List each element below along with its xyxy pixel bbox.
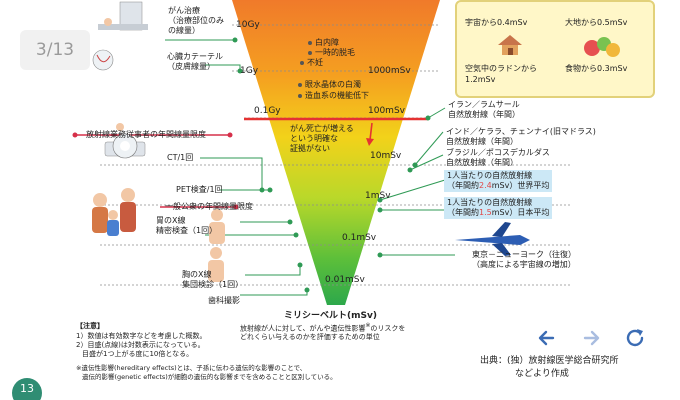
cancer-therapy-label-3: の線量） (168, 26, 200, 35)
stomach-xray-label-1: 胃のX線 (156, 216, 186, 225)
effect-hematopoietic: 造血系の機能低下 (305, 91, 369, 100)
brazil-label-1: ブラジル／ポコスデカルダス (446, 148, 550, 157)
source-line-1: 出典：(独）放射線医学総合研究所 (480, 356, 619, 366)
notes-line-5: 遺伝的影響(genetic effects)が細胞の遺伝的な影響までを含めること… (82, 373, 337, 381)
level-01gy: 0.1Gy (254, 106, 281, 116)
flight-label-2: （高度による宇宙線の増加） (472, 260, 576, 269)
iran-label-1: イラン／ラムサール (448, 100, 520, 109)
page-counter: 3/13 (20, 30, 90, 70)
effect-hair-loss: 一時的脱毛 (315, 48, 355, 57)
flight-label-1: 東京－ニューヨーク（往復） (472, 250, 576, 259)
level-10msv: 10mSv (370, 151, 402, 161)
effect-sterility: 不妊 (307, 58, 323, 67)
forward-button[interactable] (576, 323, 606, 353)
notes-line-3: 目盛が1つ上がる度に10倍となる。 (82, 350, 194, 358)
level-100msv: 100mSv (368, 106, 405, 116)
dose-funnel (232, 0, 440, 305)
chest-xray-label-2: 集団検診（1回） (182, 280, 244, 289)
radon-label-2: 1.2mSv (465, 75, 496, 84)
house-icon (497, 34, 523, 56)
pet-label: PET検査/1回 (176, 185, 223, 194)
natural-radiation-box: 宇宙から0.4mSv 大地から0.5mSv 空気中のラドンから 1.2mSv 食… (455, 0, 655, 98)
catheter-label-2: （皮膚線量） (167, 62, 215, 71)
india-label-2: 自然放射線（年間） (446, 137, 518, 146)
notes-title: 【注意】 (76, 322, 104, 330)
cancer-therapy-label-1: がん治療 (168, 6, 200, 15)
therapy-machine-illustration (98, 1, 148, 31)
public-limit-label: 一般公衆の年間線量限度 (165, 202, 253, 211)
back-button[interactable] (532, 323, 562, 353)
world-average-box: 1人当たりの自然放射線 （年間約2.4mSv）世界平均 (444, 170, 553, 192)
level-10gy: 10Gy (236, 20, 260, 30)
space-radiation-label: 宇宙から0.4mSv (465, 18, 528, 27)
dental-label: 歯科撮影 (208, 296, 240, 305)
catheter-illustration (92, 49, 114, 71)
notes-line-4: ※遺伝性影響(hereditary effects)とは、子孫に伝わる遺伝的な影… (76, 364, 307, 372)
refresh-button[interactable] (620, 323, 650, 353)
ct-scanner-illustration (104, 123, 146, 159)
india-label-1: インド／ケララ、チェンナイ(旧マドラス) (446, 127, 596, 136)
worker-limit-label: 放射線業務従事者の年間線量限度 (86, 130, 206, 139)
cancer-note-2: という明確な (290, 134, 338, 143)
source-line-2: などより作成 (515, 369, 569, 379)
airplane-illustration (455, 222, 530, 256)
stomach-xray-label-2: 精密検査（1回） (156, 226, 218, 235)
cancer-note-3: 証拠がない (290, 144, 330, 153)
ct-label: CT/1回 (167, 153, 194, 162)
unit-description-1: 放射線が人に対して、がんや遺伝性影響※のリスクを (240, 323, 406, 333)
level-01msv: 0.1mSv (342, 233, 377, 243)
refresh-icon (626, 329, 644, 347)
japan-average-box: 1人当たりの自然放射線 （年間約1.5mSv）日本平均 (444, 197, 553, 219)
notes-line-2: 2）目盛(点線)は対数表示になっている。 (76, 341, 205, 349)
brazil-label-2: 自然放射線（年間） (446, 158, 518, 167)
level-1msv: 1mSv (365, 191, 391, 201)
arrow-right-icon (583, 330, 600, 346)
family-illustration (92, 188, 136, 236)
level-001msv: 0.01mSv (325, 275, 365, 285)
cancer-note-1: がん死亡が増える (290, 124, 354, 133)
page-number-badge: 13 (12, 378, 42, 400)
iran-label-2: 自然放射線（年間） (448, 110, 520, 119)
ground-radiation-label: 大地から0.5mSv (565, 18, 628, 27)
notes-line-1: 1）数値は有効数字などを考慮した概数。 (76, 332, 207, 340)
axis-label: ミリシーベルト(mSv) (284, 311, 377, 321)
effect-cataract: 白内障 (315, 38, 339, 47)
food-icon (582, 32, 622, 58)
level-1gy: 1Gy (240, 66, 259, 76)
level-1000msv: 1000mSv (368, 66, 411, 76)
arrow-left-icon (538, 330, 555, 346)
xray-person-illustration (208, 209, 225, 282)
unit-description-2: どれくらい与えるのかを評価するための単位 (240, 333, 380, 341)
chest-xray-label-1: 胸のX線 (182, 270, 212, 279)
food-radiation-label: 食物から0.3mSv (565, 64, 628, 73)
effect-lens-opacity: 眼水晶体の白濁 (305, 80, 361, 89)
catheter-label-1: 心臓カテーテル (167, 52, 223, 61)
radon-label-1: 空気中のラドンから (465, 64, 537, 73)
cancer-therapy-label-2: （治療部位のみ (168, 16, 224, 25)
